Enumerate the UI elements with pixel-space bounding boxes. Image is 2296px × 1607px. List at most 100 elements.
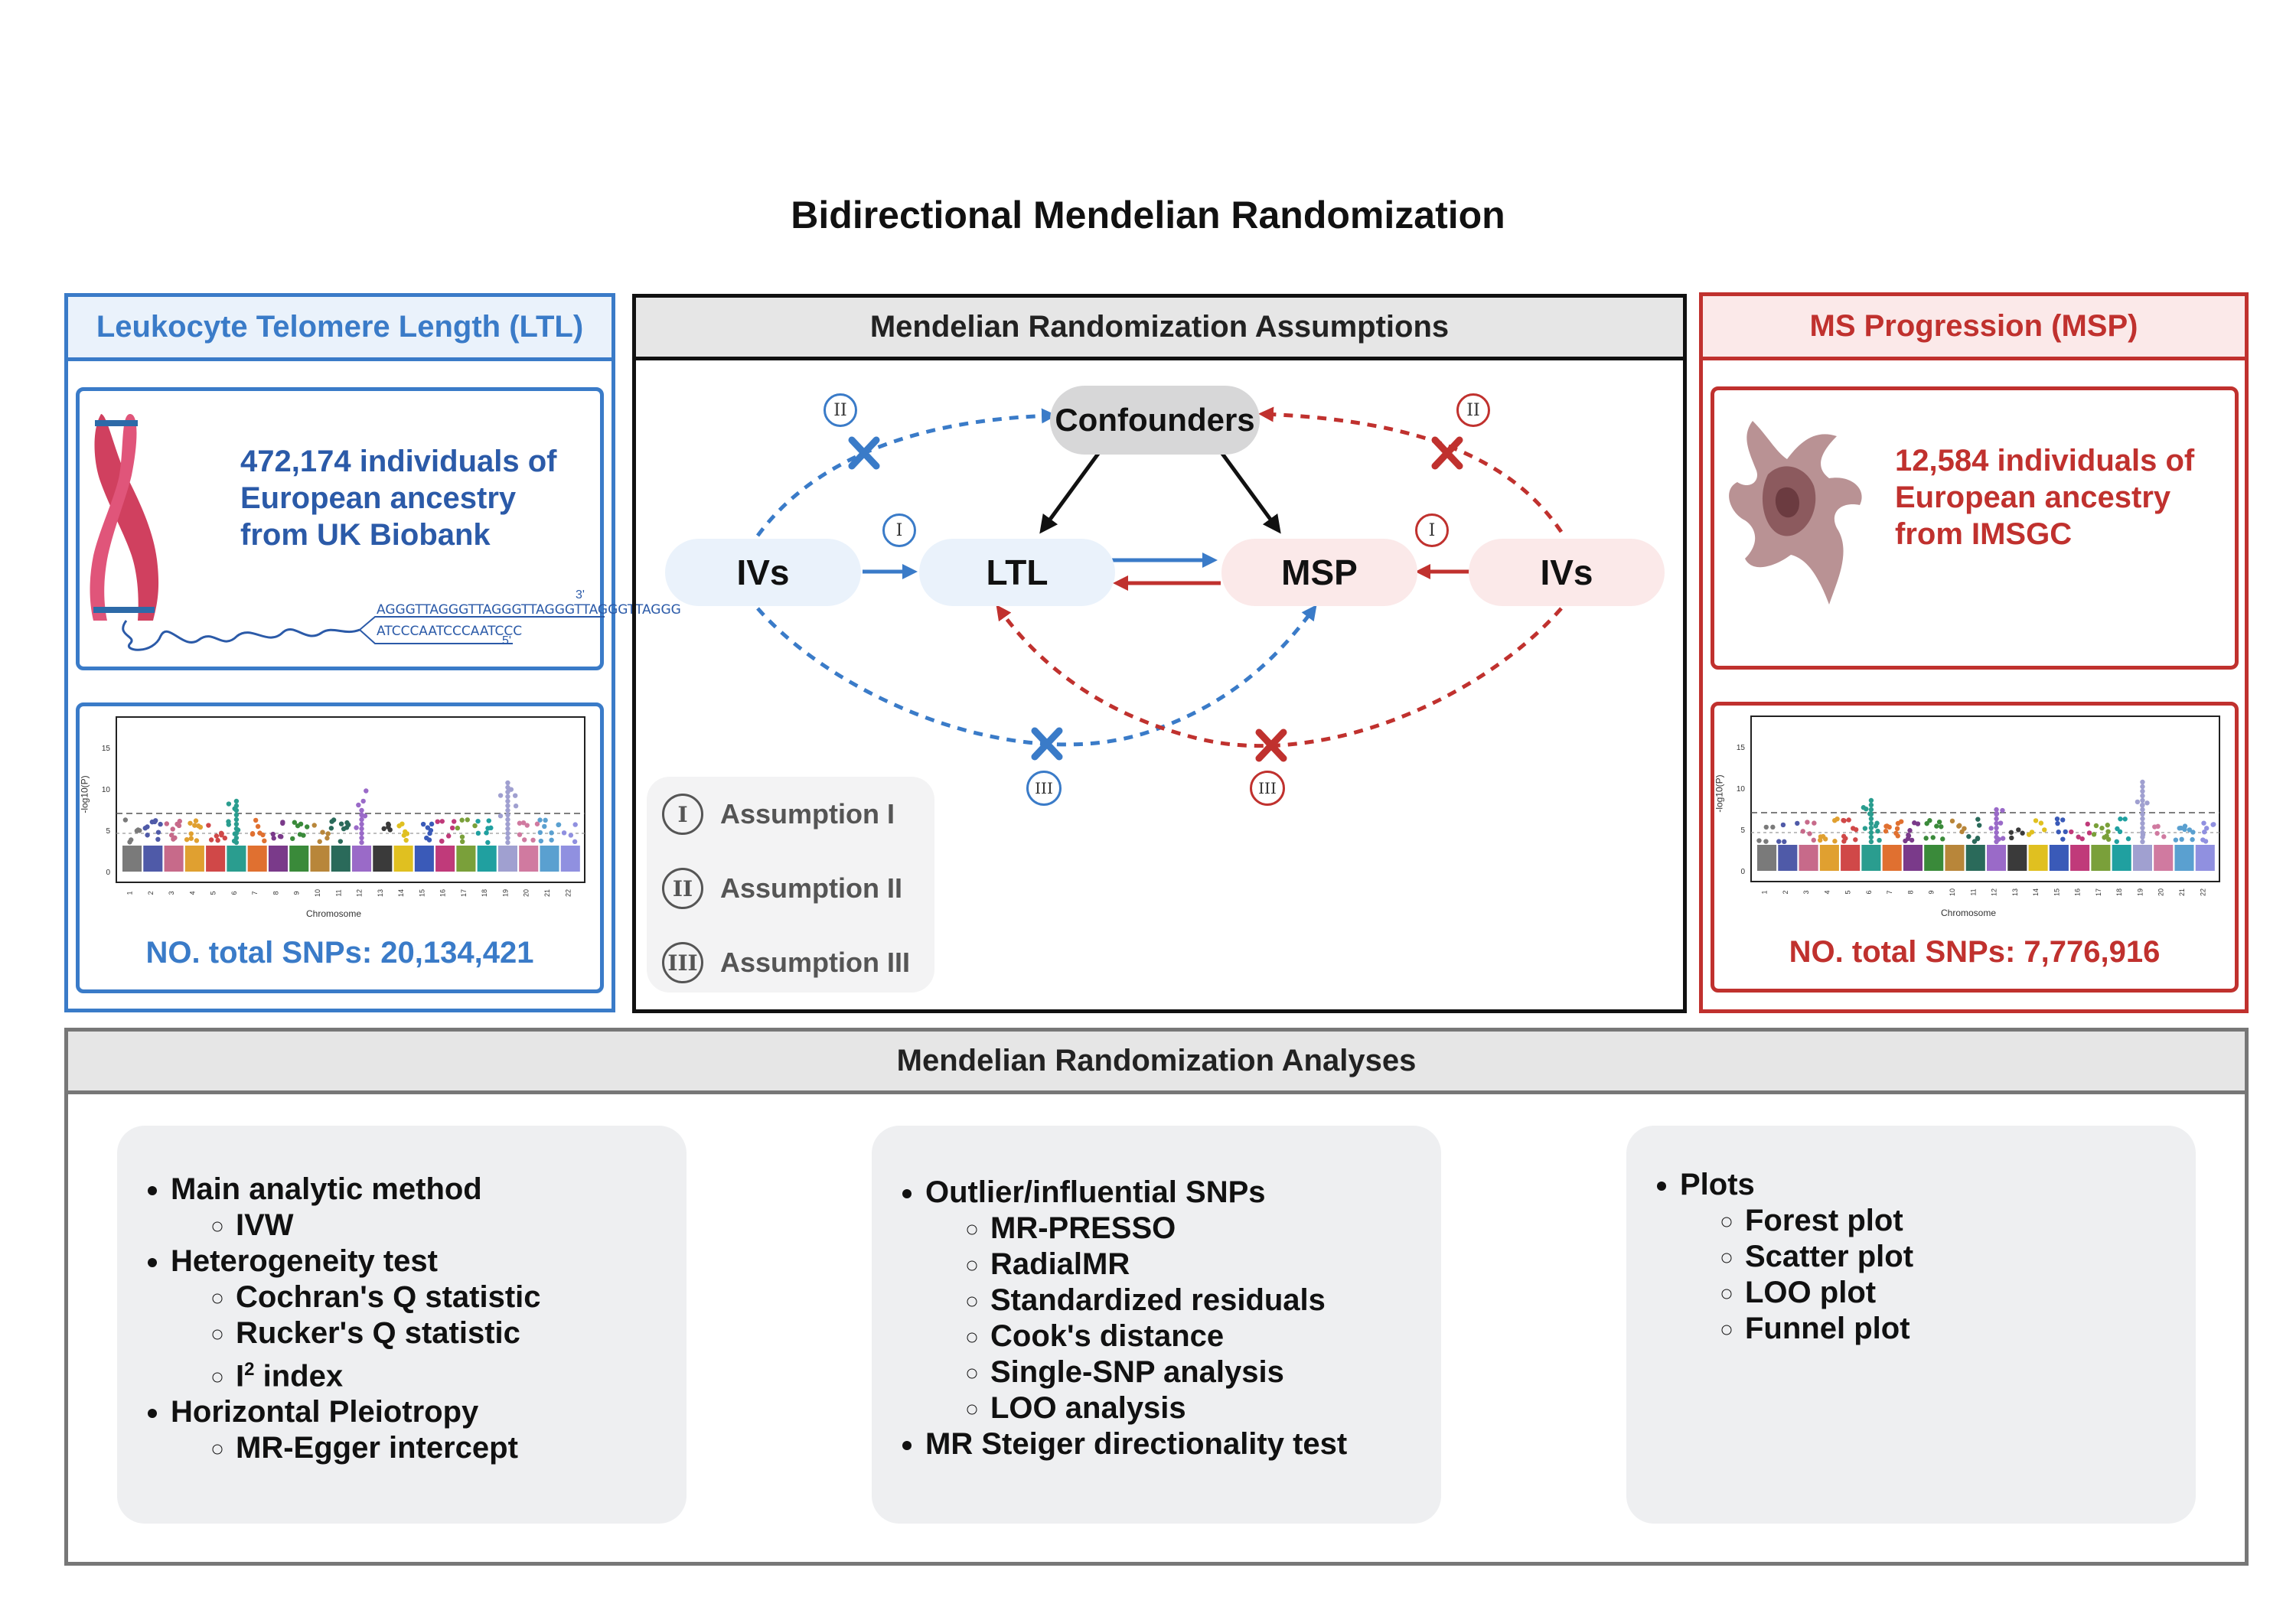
svg-text:15: 15: [1737, 744, 1746, 752]
badge-III-red: III: [1250, 771, 1285, 806]
analysis-subitem: Standardized residuals: [990, 1283, 1441, 1319]
analysis-subitem: Funnel plot: [1745, 1311, 2196, 1347]
analysis-card-3: Plots Forest plot Scatter plot LOO plot …: [1626, 1126, 2196, 1524]
svg-text:4: 4: [1823, 890, 1831, 894]
ltl-manhattan-xlabel: Chromosome: [306, 908, 362, 919]
msp-manhattan-xlabel: Chromosome: [1941, 908, 1997, 918]
svg-text:5: 5: [106, 827, 110, 836]
legend-label-2: Assumption II: [720, 872, 903, 904]
svg-text:10: 10: [1949, 888, 1956, 896]
blue-cross-top: [848, 436, 880, 470]
svg-text:22: 22: [564, 889, 572, 897]
svg-text:17: 17: [2095, 888, 2102, 896]
svg-text:11: 11: [1969, 888, 1977, 895]
svg-text:2: 2: [1782, 890, 1789, 894]
analyses-panel: Mendelian Randomization Analyses Main an…: [64, 1028, 2249, 1566]
telomere-end-3: 3': [576, 588, 585, 601]
svg-text:7: 7: [1886, 890, 1893, 894]
legend-label-1: Assumption I: [720, 798, 895, 830]
telomere-seq-bottom: ATCCCAATCCCAATCCC: [377, 624, 523, 639]
svg-text:4: 4: [188, 891, 196, 895]
assumptions-panel: Mendelian Randomization Assumptions: [632, 294, 1687, 1013]
svg-text:15: 15: [418, 889, 426, 897]
svg-text:3: 3: [168, 891, 175, 895]
analyses-panel-header: Mendelian Randomization Analyses: [68, 1032, 2245, 1094]
svg-text:6: 6: [230, 891, 238, 895]
svg-text:19: 19: [2136, 888, 2144, 896]
analysis-item: Heterogeneity test: [171, 1244, 687, 1279]
svg-text:10: 10: [102, 786, 111, 794]
svg-text:6: 6: [1865, 890, 1873, 894]
analysis-item: Main analytic method: [171, 1172, 687, 1208]
legend-row-2: II Assumption II: [662, 868, 902, 909]
analysis-subitem: Cochran's Q statistic: [236, 1279, 687, 1315]
msp-total-snps: NO. total SNPs: 7,776,916: [1789, 935, 2161, 969]
ltl-cohort-line3: from UK Biobank: [240, 518, 491, 552]
analysis-item: Plots: [1680, 1167, 2196, 1203]
svg-text:21: 21: [2178, 888, 2186, 896]
svg-text:18: 18: [481, 889, 488, 897]
analysis-subitem: IVW: [236, 1208, 687, 1244]
analysis-subitem: RadialMR: [990, 1247, 1441, 1283]
ltl-cohort-line2: European ancestry: [240, 481, 517, 515]
svg-text:20: 20: [2157, 888, 2165, 896]
legend-row-1: I Assumption I: [662, 794, 895, 835]
svg-text:8: 8: [272, 891, 279, 895]
ltl-cohort-line1: 472,174 individuals of: [240, 445, 557, 478]
telomere-seq-top: AGGGTTAGGGTTAGGGTTAGGGTTAGGGTTAGGG: [377, 602, 681, 618]
analysis-subitem: Scatter plot: [1745, 1239, 2196, 1275]
svg-text:7: 7: [251, 891, 259, 895]
badge-III-blue: III: [1026, 771, 1062, 806]
badge-I-red: I: [1415, 513, 1449, 547]
analysis-subitem: LOO plot: [1745, 1275, 2196, 1311]
svg-text:15: 15: [102, 745, 111, 753]
svg-text:15: 15: [2053, 888, 2060, 896]
msp-node: MSP: [1221, 539, 1417, 606]
legend-row-3: III Assumption III: [662, 942, 910, 983]
analysis-subitem: Rucker's Q statistic: [236, 1315, 687, 1351]
analysis-subitem: Cook's distance: [990, 1319, 1441, 1354]
confounders-node: Confounders: [1050, 386, 1260, 455]
analysis-subitem: Forest plot: [1745, 1203, 2196, 1239]
svg-text:14: 14: [2032, 888, 2040, 896]
svg-text:2: 2: [147, 891, 155, 895]
svg-text:14: 14: [397, 889, 405, 897]
msp-panel: MS Progression (MSP) 12,584 individuals …: [1699, 292, 2249, 1013]
svg-text:5: 5: [210, 891, 217, 895]
chromosome-icon: [90, 414, 605, 651]
svg-text:16: 16: [439, 889, 447, 897]
analysis-card-1: Main analytic method IVW Heterogeneity t…: [117, 1126, 687, 1524]
svg-text:0: 0: [106, 869, 110, 877]
page-title: Bidirectional Mendelian Randomization: [791, 194, 1505, 236]
msp-panel-header: MS Progression (MSP): [1703, 296, 2245, 360]
assumptions-panel-header: Mendelian Randomization Assumptions: [636, 298, 1683, 360]
i2-base: I: [236, 1359, 245, 1393]
i2-sup: 2: [244, 1359, 255, 1380]
svg-text:12: 12: [1991, 888, 1998, 896]
svg-text:8: 8: [1906, 890, 1914, 894]
ltl-total-snps: NO. total SNPs: 20,134,421: [145, 936, 534, 970]
legend-label-3: Assumption III: [720, 947, 911, 978]
legend-numeral-2: II: [662, 868, 703, 909]
svg-text:1: 1: [1761, 890, 1769, 894]
svg-text:17: 17: [460, 889, 468, 897]
analysis-subitem: MR-Egger intercept: [236, 1430, 687, 1466]
assumption-paths: [755, 406, 1564, 762]
svg-text:9: 9: [1928, 890, 1936, 894]
ltl-node: LTL: [919, 539, 1115, 606]
analysis-item: Outlier/influential SNPs: [925, 1175, 1441, 1211]
svg-text:10: 10: [1737, 785, 1746, 794]
analysis-item: Horizontal Pleiotropy: [171, 1394, 687, 1430]
ivs-left-node: IVs: [665, 539, 861, 606]
svg-text:12: 12: [356, 889, 364, 897]
analysis-subitem: MR-PRESSO: [990, 1211, 1441, 1247]
analysis-subitem: I2 index: [236, 1351, 687, 1394]
msp-cohort-box: 12,584 individuals of European ancestry …: [1711, 386, 2239, 670]
svg-text:1: 1: [126, 891, 134, 895]
svg-text:3: 3: [1802, 890, 1810, 894]
svg-text:13: 13: [2011, 888, 2019, 896]
ltl-panel: Leukocyte Telomere Length (LTL) 472,174 …: [64, 293, 681, 1012]
